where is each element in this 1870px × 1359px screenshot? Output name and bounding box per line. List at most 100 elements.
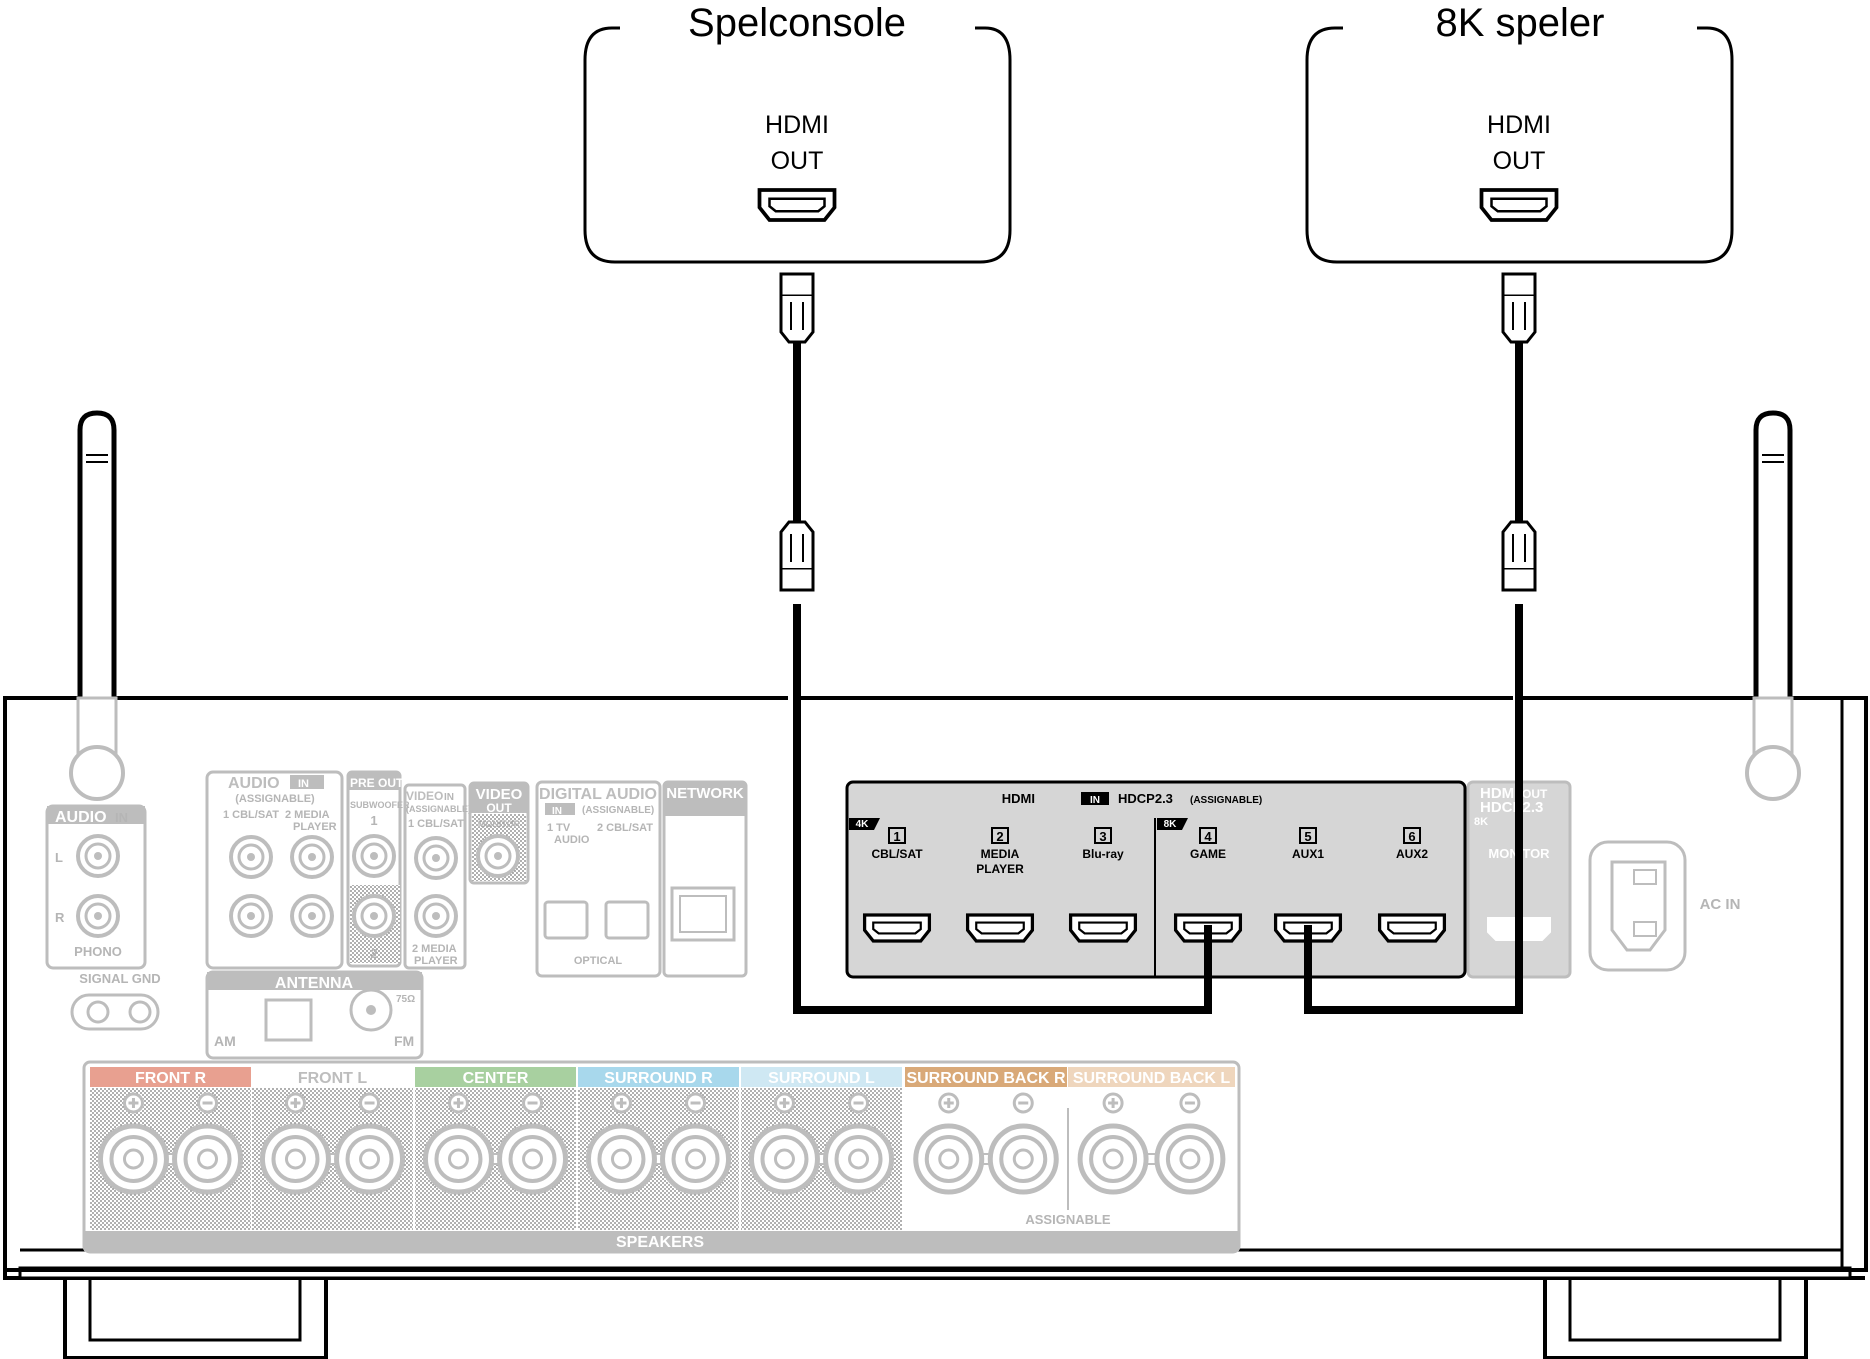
in-badge: IN (115, 810, 128, 825)
digital-audio-section: DIGITAL AUDIO IN (ASSIGNABLE) 1 TV AUDIO… (535, 780, 662, 978)
resolution-badge: 8K (1474, 816, 1488, 828)
speaker-group-1: FRONT R (90, 1067, 251, 1230)
speaker-terminal-plus[interactable] (1080, 1126, 1146, 1192)
port-label: GAME (1190, 847, 1226, 861)
speaker-group-header (1068, 1067, 1235, 1087)
hdmi-out-port[interactable] (757, 188, 837, 222)
hdmi-out-port[interactable] (1479, 188, 1559, 222)
speaker-group-label: SURROUND BACK L (1073, 1070, 1231, 1087)
speaker-terminal-plus[interactable] (425, 1126, 491, 1192)
out-badge: OUT (1522, 787, 1548, 801)
port-label: AUX2 (1396, 847, 1428, 861)
rca-jack[interactable] (76, 834, 120, 878)
subwoofer-label: SUBWOOFER (350, 800, 410, 810)
rca-jack[interactable] (229, 894, 273, 938)
hdmi-cable-game (779, 272, 1212, 1014)
speaker-terminal-minus[interactable] (1157, 1126, 1223, 1192)
ac-in-label: AC IN (1700, 896, 1741, 913)
speaker-group-label: SURROUND L (768, 1070, 875, 1087)
optical-port[interactable] (604, 900, 650, 940)
wifi-antenna-right (1745, 410, 1801, 801)
in-badge: IN (1090, 795, 1100, 806)
am-terminal[interactable] (264, 998, 313, 1042)
video-jack[interactable] (414, 894, 458, 938)
section-title: VIDEO (406, 789, 443, 803)
port-number-box (1094, 827, 1112, 844)
speaker-terminal-plus[interactable] (751, 1126, 817, 1192)
port-number: 2 (996, 829, 1003, 844)
speaker-terminal-minus[interactable] (337, 1126, 403, 1192)
signal-gnd-label: SIGNAL GND (79, 971, 160, 986)
port-number: 4 (1204, 829, 1212, 844)
speaker-terminal-minus[interactable] (990, 1126, 1056, 1192)
assignable-label: (ASSIGNABLE) (235, 793, 315, 805)
rca-jack[interactable] (229, 835, 273, 879)
hdmi-cable-8k (1304, 272, 1537, 1014)
ethernet-port[interactable] (670, 886, 736, 942)
speaker-group-label: SURROUND R (604, 1070, 713, 1087)
speaker-terminal-minus[interactable] (500, 1126, 566, 1192)
port-number: 1 (370, 813, 377, 828)
speaker-group-5: SURROUND L (741, 1067, 902, 1230)
cable-plug (1501, 272, 1537, 344)
channel-label: PLAYER (414, 955, 458, 967)
video-in-section: VIDEO IN (ASSIGNABLE) 1 CBL/SAT 2 MEDIA … (403, 783, 471, 970)
group-8k-badge: 8K (1164, 819, 1178, 830)
optical-port[interactable] (543, 900, 589, 940)
section-title: AUDIO (228, 775, 280, 792)
port-label: CBL/SAT (871, 847, 923, 861)
assignable-label: ASSIGNABLE (1025, 1212, 1111, 1227)
cable-plug (779, 520, 815, 592)
speaker-terminal-minus[interactable] (175, 1126, 241, 1192)
speaker-terminal-plus[interactable] (262, 1126, 328, 1192)
subwoofer-jack[interactable] (352, 834, 396, 878)
hdmi-in-connector[interactable] (862, 913, 932, 943)
hdmi-in-connector[interactable] (1068, 913, 1138, 943)
speaker-terminal-minus[interactable] (826, 1126, 892, 1192)
section-title: VIDEO (476, 786, 523, 803)
fm-terminal[interactable] (349, 988, 393, 1032)
section-title: PRE OUT (350, 776, 404, 790)
rca-jack[interactable] (290, 894, 334, 938)
speaker-terminal-plus[interactable] (100, 1126, 166, 1192)
cable-plug (779, 272, 815, 344)
speaker-group-header (578, 1067, 739, 1087)
port-number-box (1199, 827, 1217, 844)
impedance-label: 75Ω (396, 994, 415, 1005)
channel-label: 2 MEDIA (412, 943, 457, 955)
speaker-group-header (252, 1067, 413, 1087)
rca-jack[interactable] (290, 835, 334, 879)
hdmi-in-connector[interactable] (965, 913, 1035, 943)
signal-gnd-terminal[interactable] (70, 993, 160, 1031)
section-title: HDMI (1480, 785, 1518, 802)
hdmi-in-panel: HDMI IN HDCP2.3 (ASSIGNABLE) 4K 8K 1CBL/… (845, 780, 1467, 979)
optical-label: OPTICAL (574, 955, 623, 967)
speaker-terminal-plus[interactable] (916, 1126, 982, 1192)
pre-out-section: PRE OUT SUBWOOFER 1 2 (346, 770, 410, 968)
am-label: AM (214, 1033, 236, 1049)
video-out-jack[interactable] (476, 834, 520, 878)
device-name: 8K speler (1436, 1, 1605, 45)
speaker-group-6: SURROUND BACK R (905, 1067, 1067, 1192)
phono-label: PHONO (74, 944, 122, 959)
ac-inlet[interactable] (1610, 860, 1667, 952)
speaker-terminal-minus[interactable] (663, 1126, 729, 1192)
port-label: PLAYER (976, 862, 1024, 876)
channel-r: R (55, 910, 65, 925)
port-number-box (1299, 827, 1317, 844)
video-jack[interactable] (414, 836, 458, 880)
subwoofer-jack[interactable] (352, 894, 396, 938)
speaker-terminal-plus[interactable] (588, 1126, 654, 1192)
rca-jack[interactable] (76, 894, 120, 938)
channel-label: 2 MEDIA (285, 809, 330, 821)
device-game-console: Spelconsole HDMI OUT (583, 1, 1012, 264)
video-out-section: VIDEO OUT MONITOR (468, 781, 530, 885)
receiver (3, 696, 1868, 1359)
network-section: NETWORK (662, 780, 748, 978)
in-badge: IN (552, 806, 562, 817)
hdmi-in-connector[interactable] (1377, 913, 1447, 943)
